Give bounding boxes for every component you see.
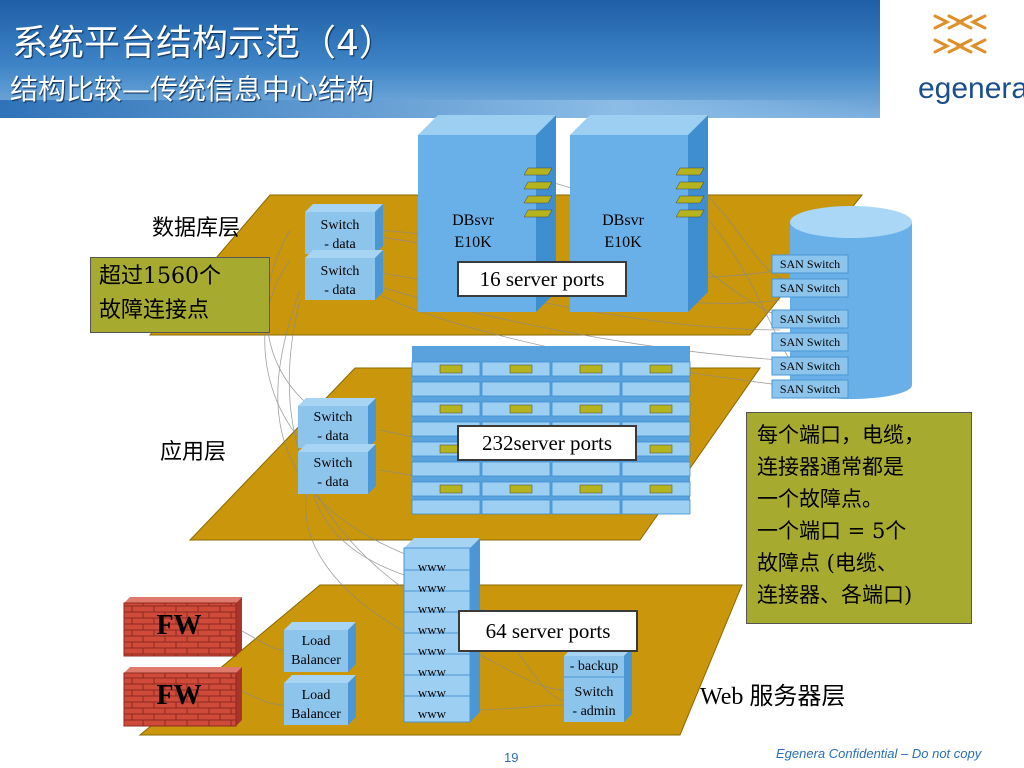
db-server-name: DBsvr bbox=[452, 212, 494, 229]
switch-role: - admin bbox=[572, 704, 616, 719]
www-label: www bbox=[417, 601, 447, 616]
www-label: www bbox=[417, 706, 447, 721]
switch-name: Switch bbox=[313, 456, 353, 471]
firewall-2 bbox=[123, 667, 242, 727]
app-switch-2-label: Switch - data bbox=[303, 454, 363, 492]
port-failure-note: 每个端口，电缆， 连接器通常都是 一个故障点。 一个端口 = 5个 故障点 (电… bbox=[746, 412, 972, 624]
switch-role: - data bbox=[324, 283, 356, 298]
load-balancer-2 bbox=[284, 675, 356, 725]
lb-line: Load bbox=[301, 688, 331, 703]
header-bar bbox=[0, 0, 1024, 118]
switch-name: Switch bbox=[320, 218, 360, 233]
lb-line: Balancer bbox=[291, 707, 341, 722]
www-label: www bbox=[417, 559, 447, 574]
san-switch-stack bbox=[771, 254, 849, 399]
note-line: 每个端口，电缆， bbox=[757, 423, 925, 447]
db-switch-1 bbox=[305, 204, 383, 254]
db-switch-2-label: Switch - data bbox=[310, 262, 370, 300]
note-line: 故障点 (电缆、 bbox=[757, 551, 898, 575]
db-server-model: E10K bbox=[604, 234, 642, 251]
switch-role: - data bbox=[317, 475, 349, 490]
db-server-2-label: DBsvr E10K bbox=[588, 210, 658, 254]
san-switch-label: SAN Switch bbox=[779, 382, 841, 396]
note-line: 故障连接点 bbox=[99, 298, 210, 323]
app-layer-label: 应用层 bbox=[160, 440, 227, 465]
note-line: 连接器、各端口) bbox=[757, 583, 913, 607]
www-label: www bbox=[417, 664, 447, 679]
san-switch-label: SAN Switch bbox=[779, 359, 841, 373]
switch-name: Switch bbox=[574, 685, 614, 700]
switch-role: - data bbox=[317, 429, 349, 444]
db-switch-2 bbox=[305, 250, 383, 300]
lb-line: Balancer bbox=[291, 653, 341, 668]
slide-title: 系统平台结构示范（4） bbox=[12, 23, 395, 64]
web-ports-box: 64 server ports bbox=[458, 610, 638, 652]
slide-subtitle: 结构比较—传统信息中心结构 bbox=[10, 73, 375, 106]
san-switch-label: SAN Switch bbox=[779, 335, 841, 349]
note-line: 一个故障点。 bbox=[757, 487, 883, 511]
firewall-2-label: FW bbox=[156, 680, 202, 711]
web-layer-label: Web 服务器层 bbox=[700, 684, 846, 710]
web-switch-backup-label: - backup bbox=[569, 659, 619, 674]
note-line: 超过1560个 bbox=[99, 264, 221, 289]
lb-line: Load bbox=[301, 634, 331, 649]
note-line: 连接器通常都是 bbox=[757, 455, 904, 479]
firewall-1-label: FW bbox=[156, 610, 202, 641]
www-label: www bbox=[417, 643, 447, 658]
logo-panel bbox=[880, 0, 1024, 118]
web-server-stack bbox=[403, 538, 480, 723]
failure-points-note: 超过1560个 故障连接点 bbox=[90, 257, 270, 333]
www-label: www bbox=[417, 622, 447, 637]
web-switch-label: Switch - admin bbox=[564, 683, 624, 721]
page-number: 19 bbox=[504, 750, 519, 765]
app-switch-1 bbox=[298, 398, 376, 448]
db-ports-box: 16 server ports bbox=[457, 261, 627, 297]
load-balancer-1 bbox=[284, 622, 356, 672]
app-ports-box: 232server ports bbox=[457, 425, 637, 461]
app-switch-2 bbox=[298, 444, 376, 494]
db-server-1-label: DBsvr E10K bbox=[438, 210, 508, 254]
san-switch-label: SAN Switch bbox=[779, 281, 841, 295]
confidential-notice: Egenera Confidential – Do not copy bbox=[776, 746, 982, 761]
db-switch-1-label: Switch - data bbox=[310, 216, 370, 254]
note-line: 一个端口 = 5个 bbox=[757, 519, 907, 543]
db-layer-label: 数据库层 bbox=[152, 216, 241, 241]
app-switch-1-label: Switch - data bbox=[303, 408, 363, 446]
san-switch-label: SAN Switch bbox=[779, 257, 841, 271]
firewall-1 bbox=[123, 597, 242, 657]
db-server-name: DBsvr bbox=[602, 212, 644, 229]
www-label: www bbox=[417, 580, 447, 595]
db-server-ports bbox=[523, 167, 705, 218]
switch-name: Switch bbox=[320, 264, 360, 279]
load-balancer-2-label: Load Balancer bbox=[283, 686, 349, 724]
egenera-logo-text: egenera bbox=[918, 72, 1024, 105]
egenera-logo-icon bbox=[933, 14, 987, 54]
db-server-model: E10K bbox=[454, 234, 492, 251]
switch-name: Switch bbox=[313, 410, 353, 425]
www-label: www bbox=[417, 685, 447, 700]
san-switch-label: SAN Switch bbox=[779, 312, 841, 326]
header-band bbox=[0, 100, 880, 118]
switch-role: - data bbox=[324, 237, 356, 252]
load-balancer-1-label: Load Balancer bbox=[283, 632, 349, 670]
